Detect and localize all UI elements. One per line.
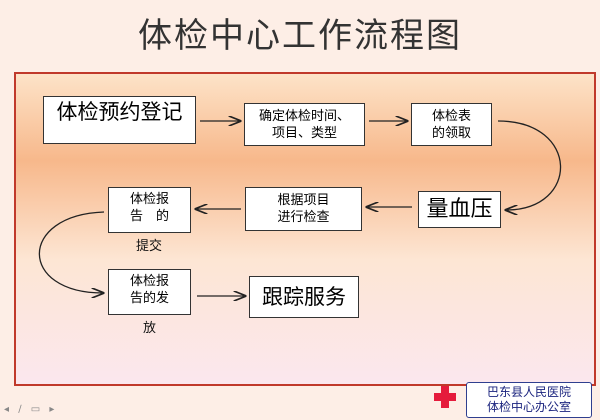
step-report-release-line3: 放 (143, 321, 157, 336)
step-examination-line1: 根据项目 (277, 193, 330, 208)
org-line2: 体检中心办公室 (486, 400, 571, 414)
step-examination: 根据项目 进行检查 (245, 187, 362, 231)
step-report-release-line2: 告的发 (129, 291, 169, 306)
step-schedule: 确定体检时间、 项目、类型 (244, 103, 365, 146)
step-report-release: 体检报 告的发 (108, 269, 191, 315)
slide-nav-controls[interactable]: ◂ ∕ ▭ ▸ (4, 404, 58, 415)
step-registration: 体检预约登记 (43, 96, 196, 144)
org-line1: 巴东县人民医院 (486, 385, 571, 399)
step-form-pickup-line2: 的领取 (431, 126, 471, 141)
step-report-submit-line3: 提交 (136, 239, 163, 254)
step-examination-line2: 进行检查 (277, 210, 330, 225)
arrow-6-7 (38, 211, 104, 293)
step-form-pickup-line1: 体检表 (431, 109, 471, 124)
step-schedule-line2: 项目、类型 (271, 126, 337, 141)
step-blood-pressure: 量血压 (418, 191, 501, 228)
step-report-release-line1: 体检报 (129, 274, 169, 289)
step-follow-up: 跟踪服务 (249, 276, 359, 318)
step-form-pickup: 体检表 的领取 (411, 103, 492, 146)
step-report-submit-line1: 体检报 (129, 192, 169, 207)
red-cross-icon (434, 386, 456, 408)
step-report-submit: 体检报 告 的 (108, 187, 191, 233)
page-title: 体检中心工作流程图 (138, 16, 462, 56)
org-label: 巴东县人民医院 体检中心办公室 (466, 382, 592, 418)
arrow-3-4 (497, 120, 562, 210)
step-report-submit-line2: 告 的 (129, 209, 169, 224)
step-schedule-line1: 确定体检时间、 (258, 109, 350, 124)
